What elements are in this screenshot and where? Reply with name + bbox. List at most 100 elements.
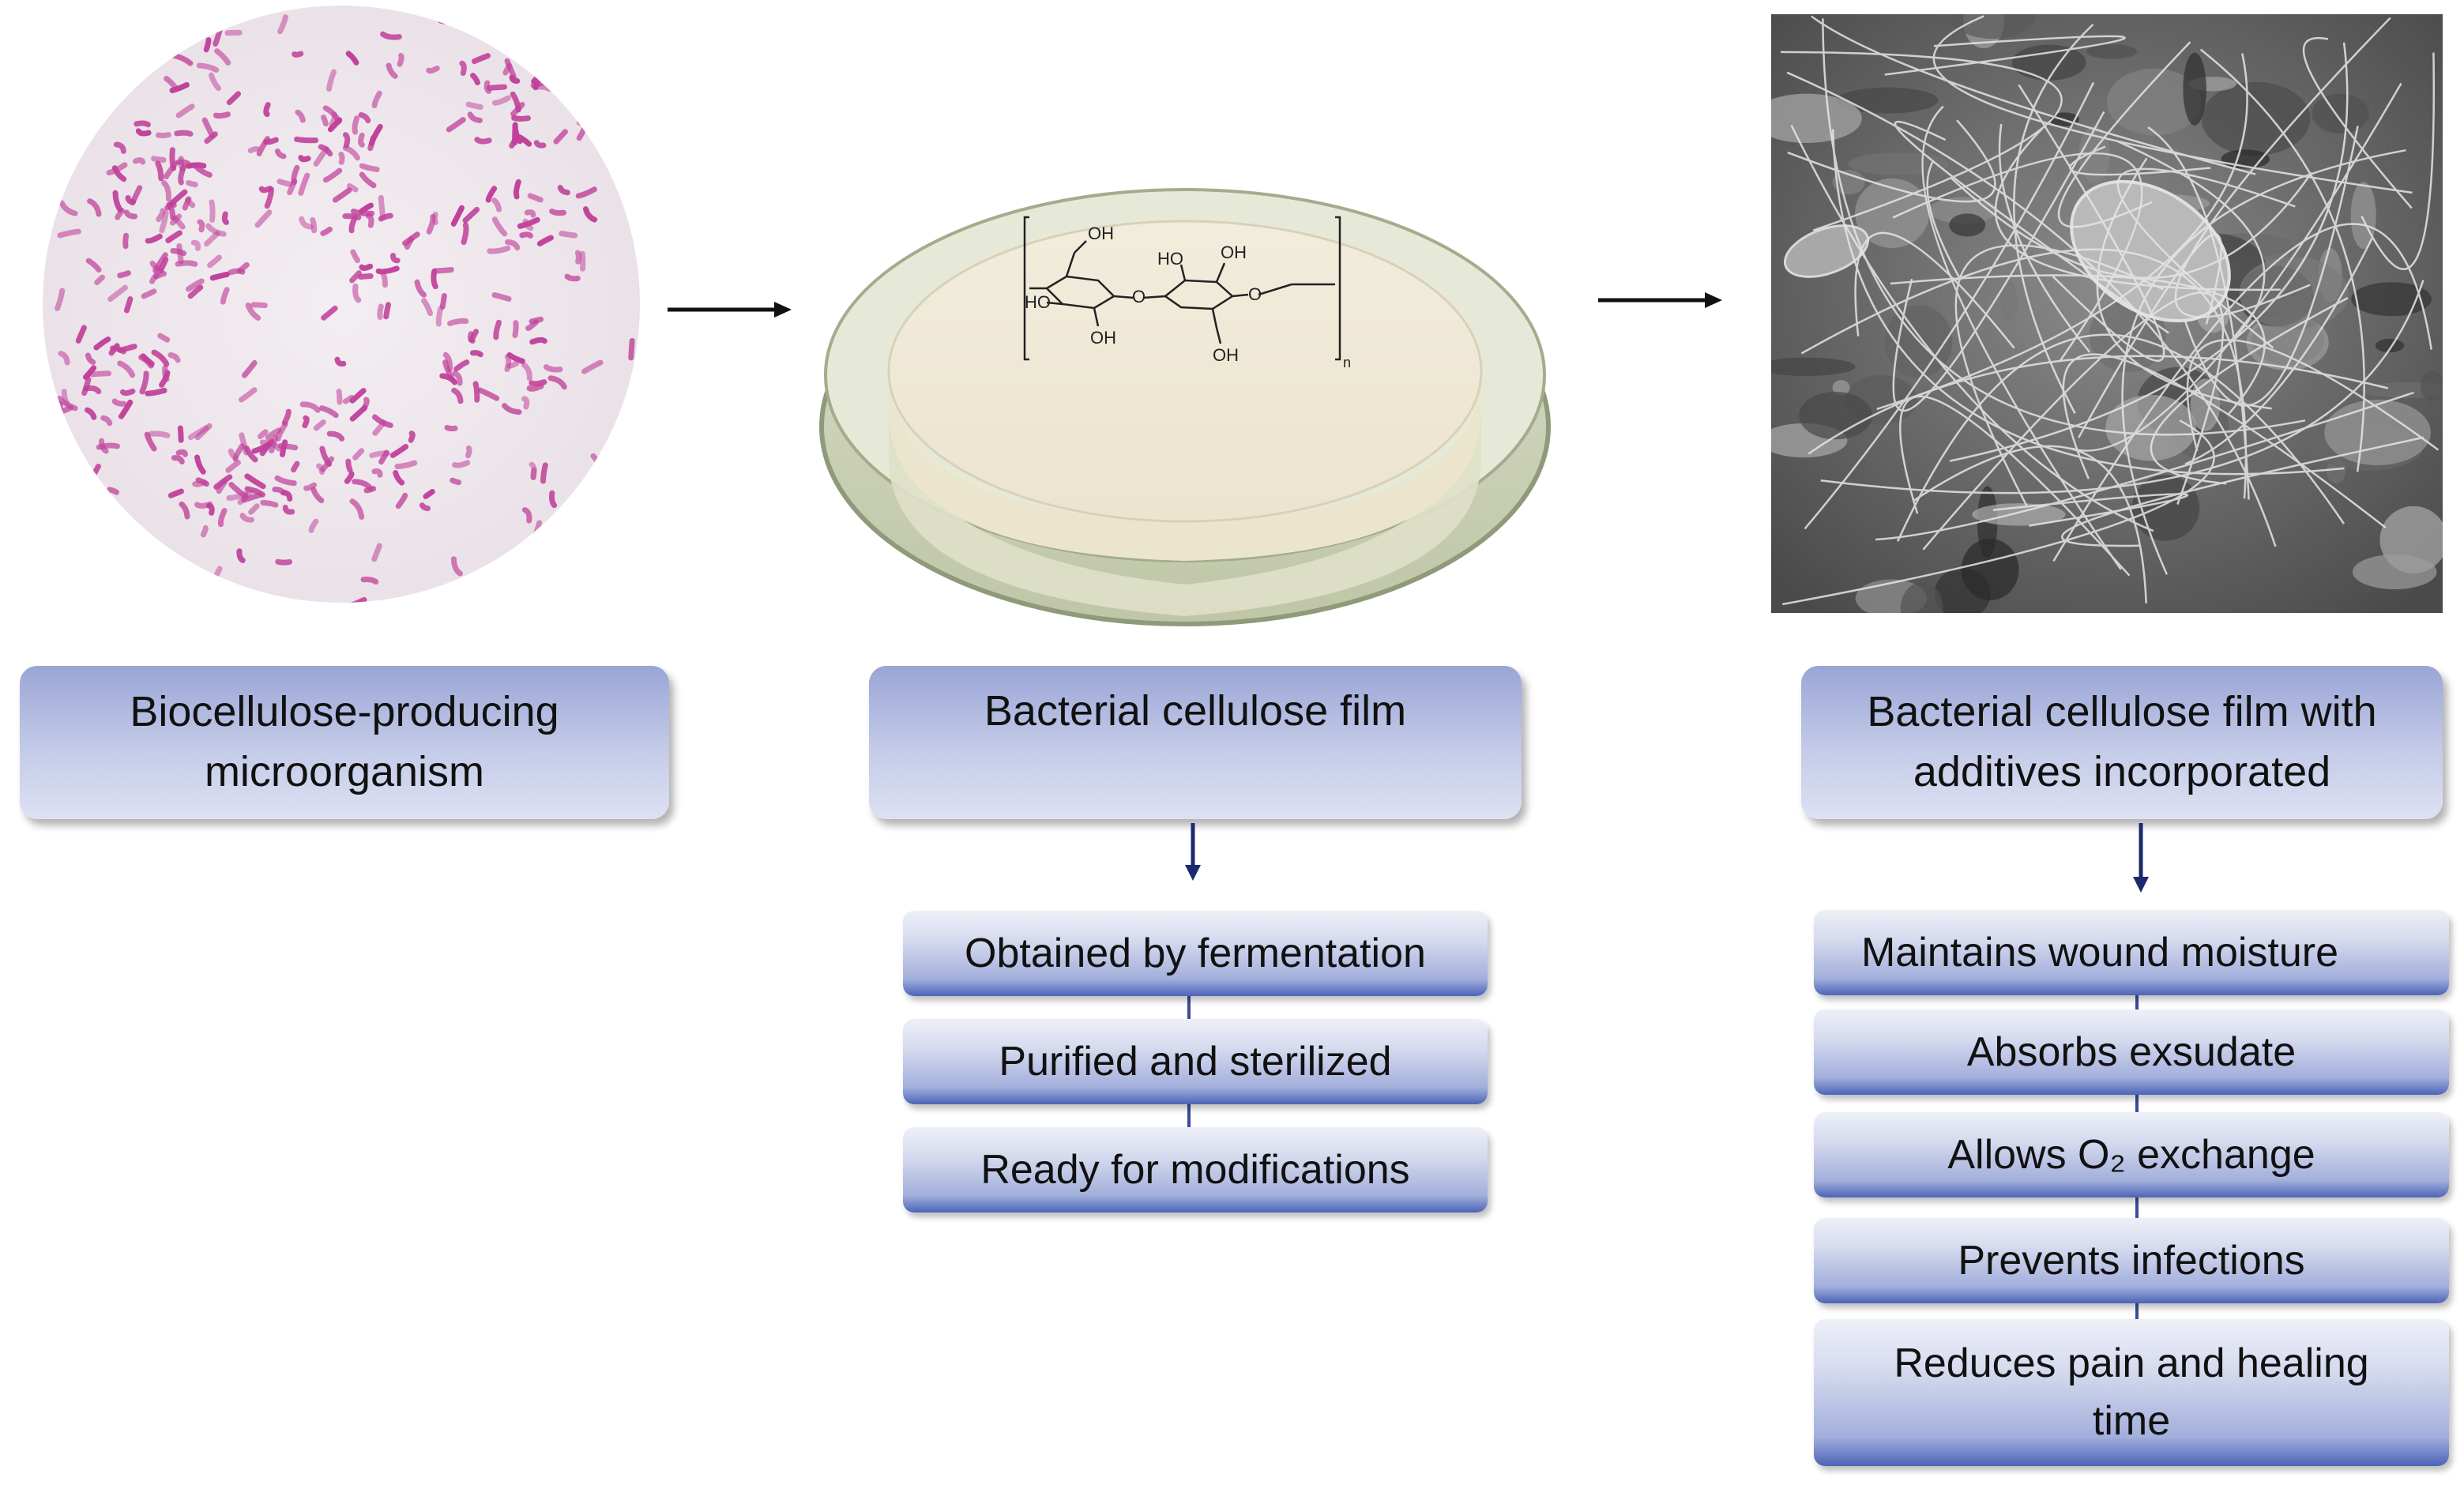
bacterium-rod	[343, 132, 351, 148]
sem-texture-blob	[2375, 338, 2405, 353]
bacterium-rod	[579, 250, 586, 272]
bacterium-rod	[352, 283, 362, 303]
bacterium-rod	[226, 91, 242, 106]
bacterium-rod	[151, 349, 170, 367]
bacterium-rod	[375, 265, 400, 275]
sem-fiber	[1894, 120, 2169, 334]
bacterium-rod	[282, 504, 295, 515]
bacterium-rod	[517, 216, 540, 229]
bacterium-rod	[575, 186, 597, 199]
sem-fiber	[1932, 15, 2413, 194]
mol-ho-left: HO	[1025, 292, 1051, 312]
bacterium-rod	[162, 364, 170, 382]
bacterium-rod	[469, 350, 483, 358]
bacterium-rod	[281, 408, 292, 426]
bacterium-rod	[369, 123, 383, 147]
bacterium-rod	[506, 352, 525, 364]
bacterium-rod	[241, 359, 258, 378]
bacterium-rod	[221, 211, 230, 225]
sem-texture-blob	[1771, 357, 1856, 376]
bacterium-rod	[414, 279, 427, 298]
bacterium-rod	[55, 288, 66, 311]
sem-texture-blob	[1848, 152, 1949, 175]
bacterium-rod	[535, 561, 544, 582]
bacterium-rod	[359, 263, 374, 271]
sem-fiber	[1890, 274, 2266, 415]
bacterium-rod	[350, 249, 361, 264]
bacterium-rod	[426, 65, 440, 74]
sem-texture-blob	[2312, 93, 2370, 133]
bacterium-rod	[203, 37, 212, 53]
bacterium-rod	[83, 385, 102, 395]
bacterium-rod	[530, 467, 537, 481]
step-label: Ready for modifications	[980, 1146, 1410, 1193]
benefit-label: Reduces pain and healing time	[1894, 1340, 2369, 1444]
bacterium-rod	[299, 401, 321, 413]
bacterium-rod	[543, 364, 563, 373]
bacterium-rod	[179, 501, 190, 520]
mol-oh-top: OH	[1088, 224, 1114, 243]
bacterium-rod	[526, 383, 544, 392]
sem-texture-blob	[2000, 280, 2018, 321]
bacterium-rod	[310, 487, 325, 504]
bacterium-rod	[209, 199, 216, 224]
bacterium-rod	[298, 172, 310, 196]
bacterium-rod	[45, 500, 55, 514]
bacterium-rod	[576, 118, 596, 127]
bacterium-rod	[611, 13, 621, 29]
bacterium-rod	[168, 189, 188, 207]
bacterium-rod	[555, 65, 565, 85]
bacterium-rod	[628, 337, 635, 361]
sem-fiber	[2071, 82, 2402, 452]
sem-fiber	[1998, 123, 2091, 353]
bacterium-rod	[504, 354, 512, 373]
bacterium-rod	[194, 454, 206, 475]
bacterium-rod	[359, 202, 374, 214]
sem-texture-blob	[2183, 52, 2206, 126]
bacterium-rod	[326, 69, 337, 92]
bacterium-rod	[346, 182, 359, 193]
sem-fiber	[1949, 42, 2349, 462]
bacterium-rod	[302, 415, 310, 429]
bacterium-rod	[85, 258, 102, 273]
bacterium-rod	[327, 117, 343, 133]
bacterium-rod	[474, 137, 492, 145]
bacterium-rod	[160, 588, 185, 598]
bacterium-rod	[299, 216, 314, 230]
bacterium-rod	[487, 584, 498, 603]
bacterium-rod	[316, 463, 325, 476]
mol-o-end: O	[1248, 284, 1262, 304]
bacterium-rod	[277, 14, 288, 35]
bacterium-rod	[165, 230, 182, 243]
sem-fiber	[1800, 248, 2248, 499]
sem-texture-blob	[1855, 178, 1930, 248]
bacterium-rod	[55, 400, 63, 423]
bacterium-rod	[130, 185, 143, 206]
bacterium-rod	[217, 508, 228, 528]
bacterium-rod	[85, 352, 96, 366]
sem-fiber	[1922, 291, 2225, 551]
bacterium-rod	[576, 96, 586, 117]
bacterium-rod	[167, 352, 181, 363]
bacterium-rod	[349, 498, 365, 520]
bacterium-rod	[204, 131, 218, 145]
bacterium-rod	[468, 329, 480, 343]
bacterium-rod	[163, 160, 179, 180]
bacterium-rod	[471, 53, 491, 65]
bacterium-rod	[524, 209, 536, 218]
bacterium-rod	[85, 407, 97, 420]
bacterium-rod	[513, 179, 521, 200]
bacterium-rod	[156, 132, 171, 139]
bacterium-rod	[349, 388, 367, 404]
bacterium-rod	[248, 503, 260, 515]
benefit-label: Absorbs exsudate	[1966, 1028, 2297, 1075]
bacterium-rod	[112, 190, 123, 213]
bacterium-rod	[446, 117, 466, 133]
bacterium-rod	[100, 415, 113, 427]
bacterium-rod	[119, 388, 136, 397]
bacterium-rod	[547, 53, 561, 65]
bacterium-rod	[432, 267, 454, 274]
sem-fiber	[2062, 353, 2387, 528]
bacterium-rod	[505, 239, 521, 251]
sem-fiber	[1787, 119, 1996, 203]
